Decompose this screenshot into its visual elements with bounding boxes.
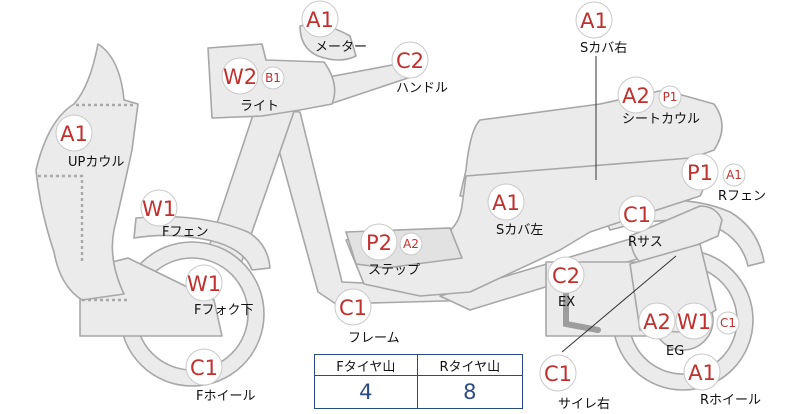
code-badges: A1 C2 W2 B1 A1 A2 P1 A1 [55, 0, 746, 392]
badge-rear-suspension-c1: C1 [618, 195, 656, 233]
badge-step-a2: A2 [399, 232, 423, 256]
label-front-fender: Fフェン [162, 225, 208, 240]
svg-text:A2: A2 [622, 84, 650, 108]
badge-frame-c1: C1 [334, 288, 372, 326]
svg-text:C1: C1 [190, 356, 218, 380]
svg-text:W2: W2 [223, 65, 257, 89]
badge-silencer-right-c1: C1 [539, 354, 577, 392]
badge-seat-cowl-a2: A2 [617, 76, 655, 114]
label-side-cover-right: Sカバ右 [580, 41, 627, 56]
badge-light-b1: B1 [261, 66, 285, 90]
rear-tire-value: 8 [416, 375, 522, 408]
svg-text:A1: A1 [580, 9, 608, 33]
badge-rear-wheel-a1: A1 [683, 353, 721, 391]
badge-engine-w1: W1 [675, 302, 713, 340]
svg-text:C1: C1 [544, 362, 572, 386]
front-tire-header: Fタイヤ山 [315, 355, 418, 376]
label-handle: ハンドル [396, 81, 448, 96]
tire-tread-table: Fタイヤ山 Rタイヤ山 4 8 [314, 354, 523, 409]
svg-text:A2: A2 [643, 310, 671, 334]
badge-up-cowl-a1: A1 [55, 114, 93, 152]
front-fender-shape [133, 215, 271, 271]
svg-text:W1: W1 [142, 197, 176, 221]
svg-text:P1: P1 [687, 161, 713, 185]
label-side-cover-left: Sカバ左 [496, 223, 543, 238]
badge-handle-c2: C2 [391, 41, 429, 79]
svg-text:C2: C2 [396, 49, 424, 73]
label-engine: EG [666, 344, 684, 359]
svg-text:P2: P2 [366, 231, 392, 255]
badge-step-p2: P2 [360, 223, 398, 261]
svg-text:A1: A1 [492, 191, 520, 215]
badge-exhaust-c2: C2 [547, 256, 585, 294]
svg-text:B1: B1 [265, 71, 281, 85]
label-rear-fender: Rフェン [718, 189, 766, 204]
svg-text:A1: A1 [688, 361, 716, 385]
rear-suspension-shape [629, 205, 723, 267]
badge-seat-cowl-p1: P1 [658, 85, 682, 109]
svg-text:W1: W1 [677, 310, 711, 334]
label-rear-suspension: Rサス [628, 235, 663, 250]
label-seat-cowl: シートカウル [622, 112, 700, 127]
label-exhaust: EX [558, 295, 575, 310]
label-front-wheel: Fホイール [196, 389, 255, 404]
scooter-silhouette [35, 23, 765, 391]
badge-front-fender-w1: W1 [140, 189, 178, 227]
label-rear-wheel: Rホイール [700, 393, 761, 408]
up-cowl-shape [35, 43, 139, 301]
svg-text:C2: C2 [552, 264, 580, 288]
part-labels: メーター ハンドル ライト Sカバ右 シートカウル UPカウル Rフェン Fフェ… [68, 40, 766, 412]
badge-front-fork-lower-w1: W1 [185, 264, 223, 302]
badge-front-wheel-c1: C1 [185, 348, 223, 386]
label-frame: フレーム [348, 331, 400, 346]
label-meter: メーター [315, 40, 367, 55]
rear-tire-header: Rタイヤ山 [416, 355, 522, 376]
svg-text:W1: W1 [187, 272, 221, 296]
label-step: ステップ [368, 263, 420, 278]
front-tire-value: 4 [359, 380, 373, 404]
svg-text:A1: A1 [726, 168, 742, 182]
label-silencer-right: サイレ右 [558, 397, 610, 412]
svg-text:A1: A1 [306, 8, 334, 32]
svg-text:P1: P1 [663, 90, 678, 104]
badge-light-w2: W2 [221, 57, 259, 95]
label-up-cowl: UPカウル [68, 155, 124, 170]
badge-engine-c1: C1 [716, 311, 740, 335]
badge-side-cover-left-a1: A1 [487, 183, 525, 221]
svg-text:C1: C1 [720, 316, 736, 330]
label-front-fork-lower: Fフォク下 [194, 303, 253, 318]
svg-text:A1: A1 [60, 122, 88, 146]
badge-meter-a1: A1 [301, 0, 339, 38]
badge-rear-fender-a1: A1 [722, 163, 746, 187]
svg-text:C1: C1 [339, 296, 367, 320]
badge-rear-fender-p1: P1 [681, 153, 719, 191]
svg-text:C1: C1 [623, 203, 651, 227]
badge-side-cover-right-a1: A1 [575, 1, 613, 39]
label-light: ライト [240, 99, 279, 114]
badge-engine-a2: A2 [638, 302, 676, 340]
svg-text:A2: A2 [403, 237, 419, 251]
